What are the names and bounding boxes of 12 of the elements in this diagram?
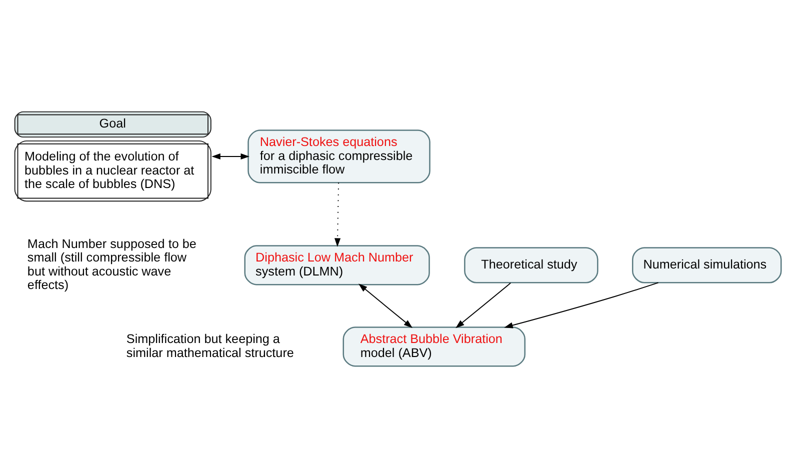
label: Mach Number supposed to be small (still compressible flow but without acoustic wave effects) bbox=[27, 237, 196, 292]
arrow bbox=[334, 182, 341, 247]
node-box: Diphasic Low Mach Number system (DLMN) bbox=[244, 245, 430, 286]
arrow bbox=[212, 153, 250, 160]
node-box: Navier-Stokes equations for a diphasic compressible immiscible flow bbox=[248, 130, 430, 184]
arrow bbox=[358, 284, 413, 328]
arrow bbox=[504, 282, 659, 328]
node-box: Abstract Bubble Vibration model (ABV) bbox=[342, 326, 526, 367]
arrow bbox=[456, 282, 512, 328]
node-box: Numerical simulations bbox=[632, 247, 782, 284]
label: Simplification but keeping a similar mathematical structure bbox=[126, 332, 294, 360]
node-box: Theoretical study bbox=[464, 247, 598, 284]
